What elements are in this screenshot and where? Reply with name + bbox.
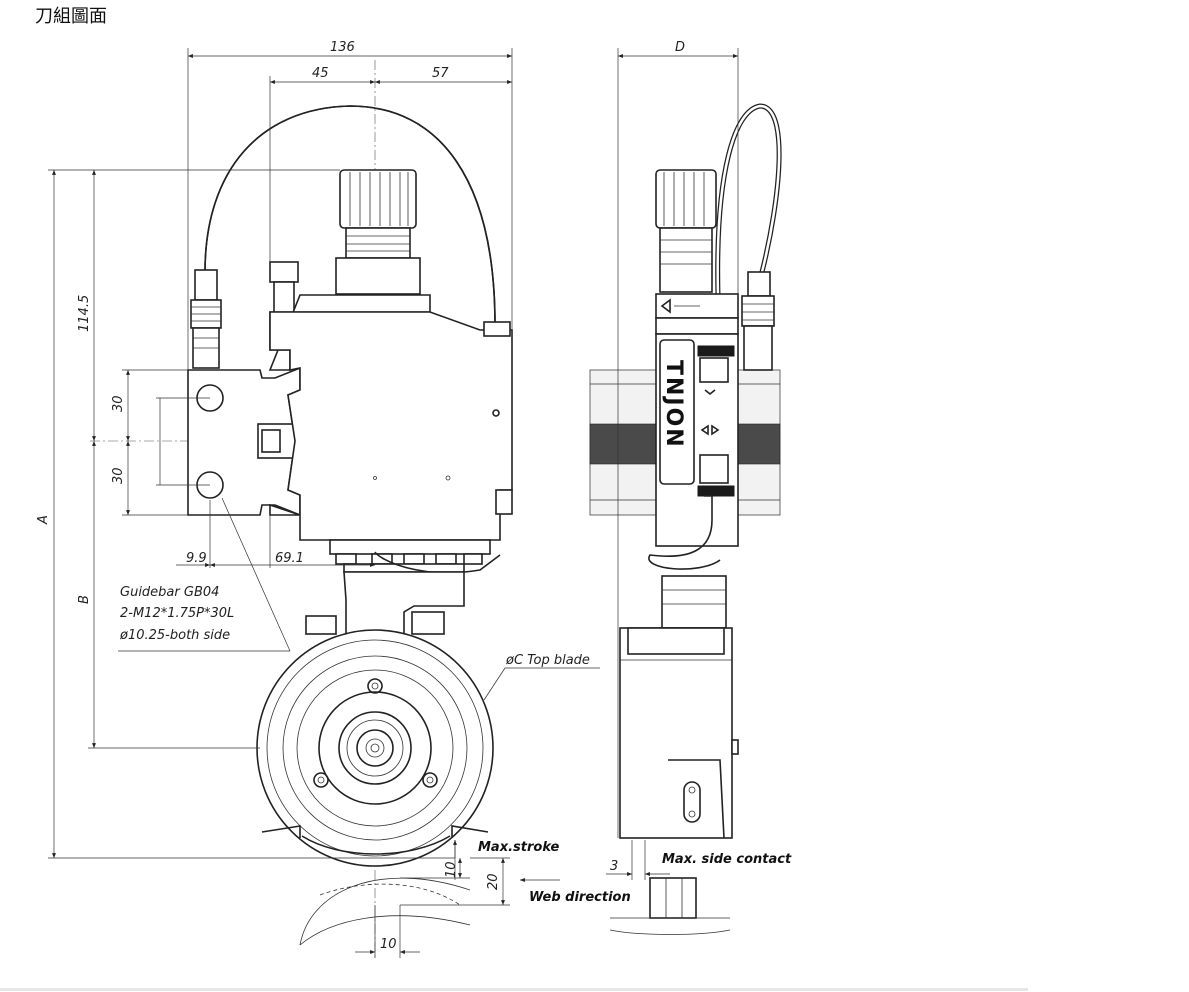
side-view: TNJON	[589, 40, 792, 935]
web-direction-label: Web direction	[529, 890, 631, 905]
brand-logo: TNJON	[661, 360, 686, 449]
page-title: 刀組圖面	[35, 6, 107, 27]
dim-A: A	[36, 515, 51, 525]
side-micrometer-knob	[655, 169, 717, 293]
dim-20-stroke: 20	[486, 873, 501, 890]
lower-arm	[305, 571, 465, 641]
side-right-connector	[741, 271, 775, 371]
bottom-divider	[0, 988, 1028, 991]
front-view: 136 45 57 114.5 A B 30 30 9.9 69.1 Guide…	[36, 40, 631, 960]
top-blade	[256, 629, 494, 867]
dim-114-5: 114.5	[77, 295, 92, 332]
dim-3: 3	[610, 859, 618, 874]
side-bottom-knife	[609, 877, 731, 935]
guidebar-label-1: Guidebar GB04	[120, 585, 219, 600]
web-material	[299, 877, 471, 946]
dim-136: 136	[330, 40, 355, 55]
dim-9-9: 9.9	[186, 551, 207, 566]
dim-10-stroke: 10	[444, 861, 459, 878]
micrometer-knob	[335, 169, 421, 295]
dim-45: 45	[312, 66, 329, 81]
left-connector	[190, 269, 222, 369]
max-stroke-label: Max.stroke	[478, 840, 560, 855]
dim-B: B	[77, 595, 92, 604]
guidebar-label-2: 2-M12*1.75P*30L	[120, 606, 234, 621]
side-dimensions	[606, 48, 739, 880]
guidebar-label-3: ø10.25-both side	[119, 628, 230, 643]
guidebar-plate	[187, 366, 301, 517]
dim-57: 57	[432, 66, 449, 81]
dim-D: D	[675, 40, 685, 55]
top-blade-label: øC Top blade	[505, 653, 590, 668]
front-dimensions	[48, 48, 600, 958]
dim-10-bottom: 10	[380, 937, 397, 952]
dim-30-lower: 30	[111, 467, 126, 484]
side-body	[655, 293, 739, 547]
max-side-contact-label: Max. side contact	[662, 852, 792, 867]
main-body	[268, 261, 513, 574]
side-cable	[715, 103, 782, 297]
dim-30-upper: 30	[111, 395, 126, 412]
side-lower-housing	[619, 495, 739, 839]
dim-69-1: 69.1	[275, 551, 304, 566]
